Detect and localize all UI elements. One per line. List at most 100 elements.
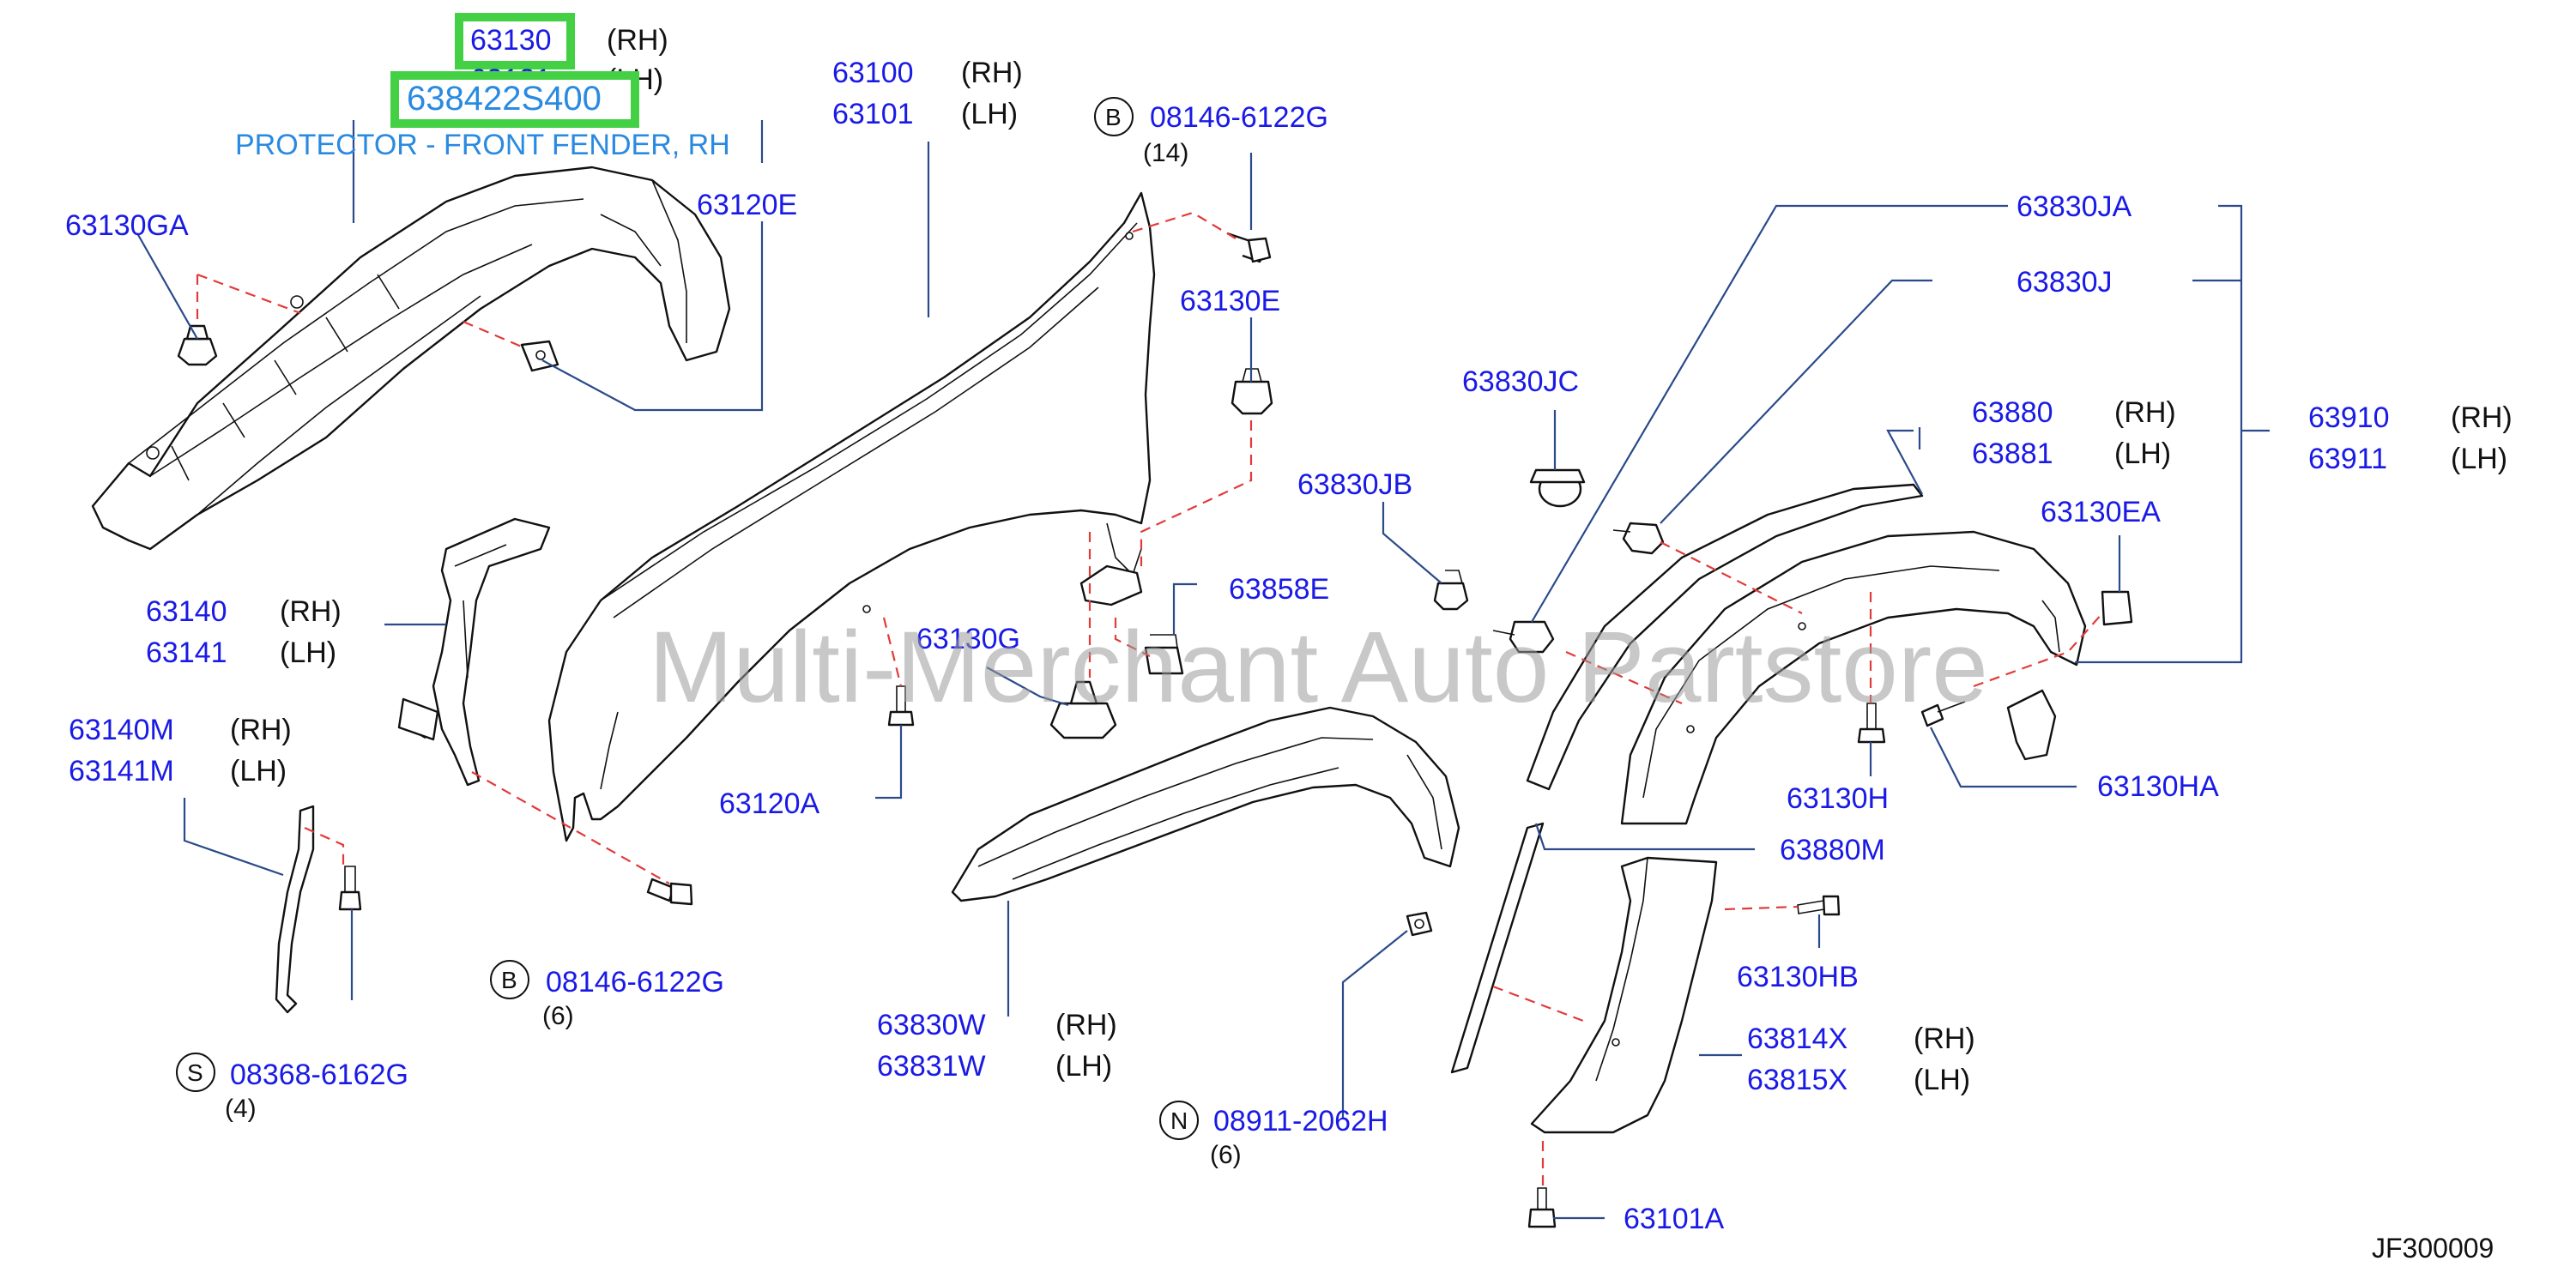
circle-b-bottom-letter: B xyxy=(501,967,517,993)
screw-63130H-drawing[interactable] xyxy=(1857,703,1886,744)
diagram-code: JF300009 xyxy=(2372,1233,2494,1264)
protector-title: PROTECTOR - FRONT FENDER, RH xyxy=(235,129,730,161)
label-63130E[interactable]: 63130E xyxy=(1180,285,1280,317)
clip-63130EA-drawing[interactable] xyxy=(2101,590,2133,626)
label-63880M[interactable]: 63880M xyxy=(1780,834,1885,866)
label-63910-rh: (RH) xyxy=(2451,401,2513,434)
nut-08911-2062H-drawing[interactable] xyxy=(1406,911,1433,937)
clip-63130GA-drawing[interactable] xyxy=(177,324,218,366)
leader-lines xyxy=(136,120,2270,1220)
label-63141M[interactable]: 63141M xyxy=(69,755,174,787)
label-63101[interactable]: 63101 xyxy=(832,98,914,130)
label-63130HA[interactable]: 63130HA xyxy=(2097,770,2219,803)
label-63101-lh: (LH) xyxy=(961,98,1018,130)
label-63830JA[interactable]: 63830JA xyxy=(2017,190,2132,223)
label-63858E[interactable]: 63858E xyxy=(1229,573,1329,606)
label-63141-lh: (LH) xyxy=(280,636,336,669)
part-63130-label[interactable]: 63130 xyxy=(470,24,552,57)
label-63830JB[interactable]: 63830JB xyxy=(1297,468,1412,501)
highlight-box-63130 xyxy=(455,13,575,69)
label-bolt-b-top[interactable]: 08146-6122G xyxy=(1150,101,1328,134)
clip-63130G-drawing[interactable] xyxy=(1049,680,1117,739)
bracket-63140M-drawing[interactable] xyxy=(275,805,315,1014)
circle-b-bottom xyxy=(490,960,529,999)
circle-n xyxy=(1159,1101,1199,1140)
bolt-08146-6122G-bottom-drawing[interactable] xyxy=(646,878,693,906)
label-63130GA[interactable]: 63130GA xyxy=(65,209,189,242)
circle-b-top-letter: B xyxy=(1105,104,1122,130)
clip-63830J-drawing[interactable] xyxy=(1612,522,1665,555)
label-63831W-lh: (LH) xyxy=(1055,1050,1112,1083)
lower-protector-63830W-drawing[interactable] xyxy=(951,706,1460,902)
screw-63130HA-drawing[interactable] xyxy=(1920,701,1966,727)
label-nut-n[interactable]: 08911-2062H xyxy=(1213,1105,1388,1137)
label-63120A[interactable]: 63120A xyxy=(719,787,820,820)
clip-63830JC-drawing[interactable] xyxy=(1529,468,1586,508)
label-63141M-lh: (LH) xyxy=(230,755,287,787)
label-63881[interactable]: 63881 xyxy=(1972,437,2053,470)
screw-63120A-drawing[interactable] xyxy=(887,685,915,727)
label-63814X[interactable]: 63814X xyxy=(1747,1023,1847,1055)
circle-n-letter: N xyxy=(1170,1107,1188,1134)
label-63815X-lh: (LH) xyxy=(1914,1064,1970,1096)
label-63130G[interactable]: 63130G xyxy=(916,623,1020,655)
wheel-arch-moulding-63880-drawing[interactable] xyxy=(1526,483,1924,791)
highlight-box-part-number xyxy=(390,71,639,128)
front-fender-drawing[interactable] xyxy=(547,191,1156,842)
overfender-63910-drawing[interactable] xyxy=(1620,530,2087,825)
label-63830W[interactable]: 63830W xyxy=(877,1009,986,1041)
label-screw-s[interactable]: 08368-6162G xyxy=(230,1059,408,1091)
circle-s xyxy=(176,1053,215,1092)
label-screw-s-qty: (4) xyxy=(225,1095,257,1123)
clip-63830JB-drawing[interactable] xyxy=(1433,570,1469,611)
bracket-63140-drawing[interactable] xyxy=(397,517,551,787)
label-nut-n-qty: (6) xyxy=(1210,1141,1242,1169)
circle-b-top xyxy=(1094,97,1134,136)
screw-63130HB-drawing[interactable] xyxy=(1797,895,1841,916)
label-63830JC[interactable]: 63830JC xyxy=(1462,365,1579,398)
clip-63858E-drawing[interactable] xyxy=(1144,634,1184,675)
label-63100[interactable]: 63100 xyxy=(832,57,914,89)
label-63830W-rh: (RH) xyxy=(1055,1009,1117,1041)
label-63130EA[interactable]: 63130EA xyxy=(2041,496,2161,528)
dashed-assembly-lines xyxy=(196,211,2103,1188)
label-63815X[interactable]: 63815X xyxy=(1747,1064,1847,1096)
label-bolt-b-top-qty: (14) xyxy=(1143,139,1188,167)
label-63910[interactable]: 63910 xyxy=(2308,401,2390,434)
watermark: Multi-Merchant Auto Partstore xyxy=(649,611,1988,724)
label-63100-rh: (RH) xyxy=(961,57,1023,89)
label-63101A[interactable]: 63101A xyxy=(1624,1203,1725,1235)
circle-s-letter: S xyxy=(187,1059,203,1086)
label-63120E[interactable]: 63120E xyxy=(697,189,797,221)
screw-08368-6162G-drawing[interactable] xyxy=(338,866,362,911)
label-63830J[interactable]: 63830J xyxy=(2017,266,2113,299)
label-63880-rh: (RH) xyxy=(2114,396,2176,429)
rh-suffix-63130: (RH) xyxy=(607,24,668,57)
clip-63830JA-drawing[interactable] xyxy=(1492,620,1555,654)
label-63140[interactable]: 63140 xyxy=(146,595,227,628)
label-bolt-b-bottom-qty: (6) xyxy=(542,1002,574,1030)
label-63140-rh: (RH) xyxy=(280,595,342,628)
bolt-08146-6122G-top-drawing[interactable] xyxy=(1226,232,1272,263)
label-63831W[interactable]: 63831W xyxy=(877,1050,986,1083)
label-63140M[interactable]: 63140M xyxy=(69,714,174,746)
bolt-63101A-drawing[interactable] xyxy=(1527,1187,1557,1228)
label-63130HB[interactable]: 63130HB xyxy=(1737,961,1859,993)
label-bolt-b-bottom[interactable]: 08146-6122G xyxy=(546,966,724,998)
fender-bracket-drawing[interactable] xyxy=(1079,564,1143,606)
label-63911-lh: (LH) xyxy=(2451,443,2507,475)
moulding-strip-63880M-drawing[interactable] xyxy=(1450,822,1545,1074)
label-63130H[interactable]: 63130H xyxy=(1787,782,1889,815)
mud-guard-63814X-drawing[interactable] xyxy=(1530,856,1718,1134)
label-63814X-rh: (RH) xyxy=(1914,1023,1975,1055)
label-63141[interactable]: 63141 xyxy=(146,636,227,669)
label-63881-lh: (LH) xyxy=(2114,437,2171,470)
label-63880[interactable]: 63880 xyxy=(1972,396,2053,429)
label-63911[interactable]: 63911 xyxy=(2308,443,2387,475)
front-fender-protector-drawing[interactable] xyxy=(91,166,731,551)
flare-bracket-drawing[interactable] xyxy=(2006,689,2057,761)
clip-63130E-drawing[interactable] xyxy=(1231,368,1273,415)
highlighted-part-number[interactable]: 638422S400 xyxy=(407,80,602,118)
label-63140M-rh: (RH) xyxy=(230,714,292,746)
